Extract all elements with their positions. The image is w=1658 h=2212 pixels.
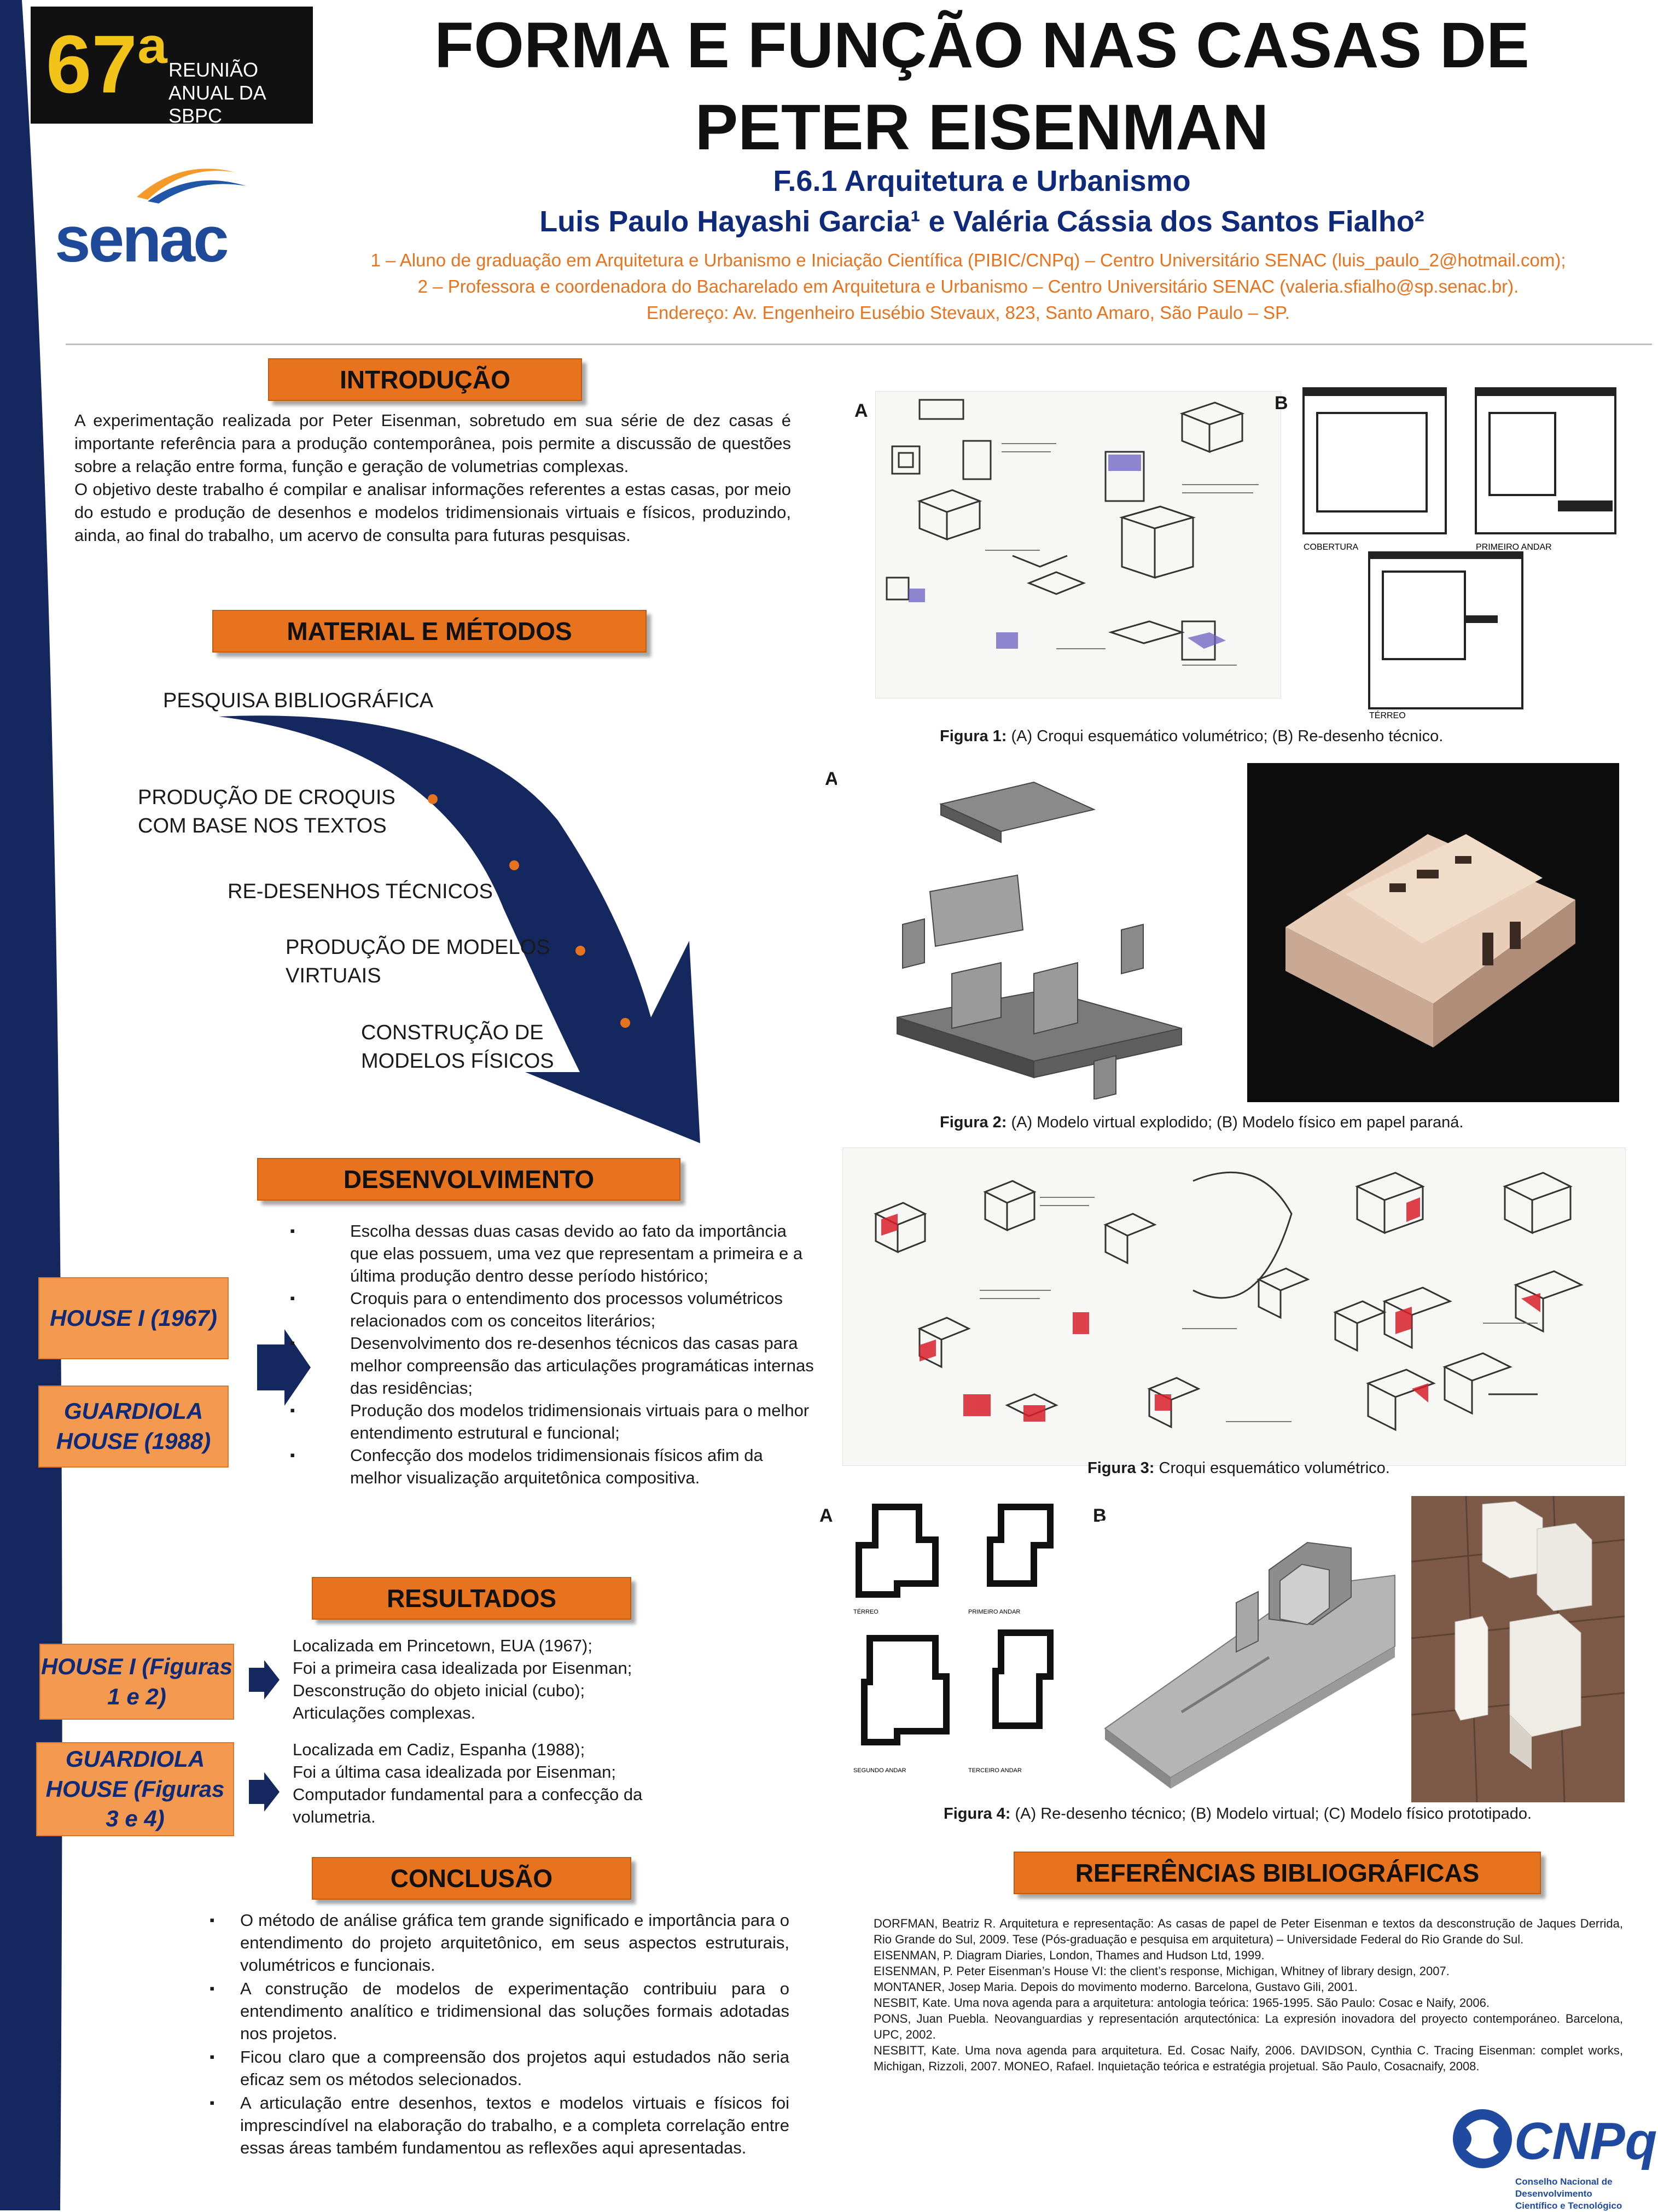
conclusion-list: O método de análise gráfica tem grande s… [210, 1909, 789, 2160]
list-item: A articulação entre desenhos, textos e m… [210, 2092, 789, 2159]
virtual-model-drawing [1104, 1541, 1395, 1789]
results-guardiola: Localizada em Cadiz, Espanha (1988); Foi… [293, 1740, 643, 1826]
left-decorative-band [0, 0, 62, 2210]
fig4-physical-model-photo [1411, 1495, 1625, 1803]
cnpq-wordmark: CNPq [1514, 2112, 1657, 2170]
method-step-2: PRODUÇÃO DE CROQUIS COM BASE NOS TEXTOS [138, 786, 395, 837]
header-divider [66, 344, 1652, 345]
senac-wordmark: senac [55, 203, 229, 276]
affiliations: 1 – Aluno de graduação em Arquitetura e … [370, 250, 1566, 323]
guardiola-house-box: GUARDIOLA HOUSE (1988) [38, 1386, 229, 1468]
method-step-3: RE-DESENHOS TÉCNICOS [228, 880, 493, 903]
figure2-caption: Figura 2: (A) Modelo virtual explodido; … [940, 1114, 1464, 1131]
fig3-sketch-image [842, 1148, 1626, 1466]
reference-item: NESBITT, Kate. Uma nova agenda para arqu… [874, 2044, 1623, 2073]
method-step-5: CONSTRUÇÃO DE MODELOS FÍSICOS [361, 1021, 554, 1073]
fig2-physical-model-photo [1247, 763, 1619, 1102]
references-list: DORFMAN, Beatriz R. Arquitetura e repres… [874, 1916, 1623, 2074]
list-item: Croquis para o entendimento dos processo… [290, 1287, 815, 1332]
badge-number: 67ª [46, 18, 168, 110]
fig4-guardiola-plans: TÉRREO PRIMEIRO ANDAR SEGUNDO ANDAR TERC… [837, 1496, 1072, 1786]
senac-logo: senac [55, 148, 263, 276]
fig1-technical-plans: COBERTURA PRIMEIRO ANDAR TÉRREO [1301, 386, 1618, 722]
figure1-caption: Figura 1: (A) Croqui esquemático volumét… [940, 727, 1444, 745]
plan-label: PRIMEIRO ANDAR [1476, 543, 1552, 552]
method-step-1: PESQUISA BIBLIOGRÁFICA [163, 689, 434, 712]
results-heading: RESULTADOS [312, 1577, 631, 1620]
results-house-i: Localizada em Princetown, EUA (1967); Fo… [293, 1636, 632, 1722]
reference-item: PONS, Juan Puebla. Neovanguardias y repr… [874, 2012, 1623, 2041]
list-item: O método de análise gráfica tem grande s… [210, 1909, 789, 1976]
fig1-letter-a: A [854, 400, 868, 421]
fig2-letter-a: A [825, 769, 839, 789]
fig4-letter-a: A [819, 1505, 833, 1526]
references-heading: REFERÊNCIAS BIBLIOGRÁFICAS [1014, 1852, 1541, 1894]
arrow-right-icon [249, 1660, 280, 1699]
intro-text: A experimentação realizada por Peter Eis… [74, 411, 791, 545]
plan-label: PRIMEIRO ANDAR [968, 1609, 1020, 1615]
badge-text: REUNIÃO ANUAL DA SBPC [168, 59, 265, 127]
guardiola-results-box: GUARDIOLA HOUSE (Figuras 3 e 4) [36, 1742, 234, 1836]
methods-flow-arrow [219, 715, 700, 1143]
exploded-model-drawing [897, 781, 1182, 1101]
list-item: Escolha dessas duas casas devido ao fato… [290, 1220, 815, 1287]
method-step-4: PRODUÇÃO DE MODELOS VIRTUAIS [286, 936, 550, 987]
reference-item: NESBIT, Kate. Uma nova agenda para a arq… [874, 1996, 1490, 2010]
figure3-caption: Figura 3: Croqui esquemático volumétrico… [1087, 1459, 1390, 1477]
reference-item: DORFMAN, Beatriz R. Arquitetura e repres… [874, 1917, 1623, 1946]
fig4-virtual-model [1099, 1521, 1406, 1794]
authors: Luis Paulo Hayashi Garcia¹ e Valéria Cás… [539, 205, 1424, 238]
plan-label: TÉRREO [853, 1608, 879, 1615]
plan-label: SEGUNDO ANDAR [853, 1767, 906, 1774]
cnpq-globe-icon [1453, 2109, 1512, 2168]
flow-dot [509, 860, 519, 870]
house-i-results-box: HOUSE I (Figuras 1 e 2) [39, 1644, 234, 1720]
plan-label: TERCEIRO ANDAR [968, 1767, 1022, 1774]
cnpq-subtitle: Conselho Nacional de Desenvolvimento Cie… [1515, 2176, 1622, 2211]
flow-dot [620, 1018, 630, 1028]
floor-plan-drawing: TÉRREO PRIMEIRO ANDAR SEGUNDO ANDAR TERC… [853, 1504, 1054, 1774]
house-i-box: HOUSE I (1967) [38, 1277, 229, 1359]
fig2-exploded-model [837, 766, 1220, 1101]
sketch-drawing [874, 1171, 1584, 1431]
methods-heading: MATERIAL E MÉTODOS [212, 610, 647, 653]
physical-model-drawing [1411, 1495, 1625, 1803]
plan-label: COBERTURA [1304, 543, 1358, 552]
floor-plan-drawing: COBERTURA PRIMEIRO ANDAR TÉRREO [1302, 387, 1616, 720]
conclusion-heading: CONCLUSÃO [312, 1857, 631, 1900]
reference-item: EISENMAN, P. Peter Eisenman’s House VI: … [874, 1964, 1450, 1978]
list-item: A construção de modelos de experimentaçã… [210, 1977, 789, 2045]
list-item: Ficou claro que a compreensão dos projet… [210, 2046, 789, 2091]
sketch-drawing [886, 399, 1259, 666]
poster-title: FORMA E FUNÇÃO NAS CASAS DE PETER EISENM… [434, 9, 1529, 164]
sbpc-badge: 67ª REUNIÃO ANUAL DA SBPC [31, 7, 313, 127]
development-list: Escolha dessas duas casas devido ao fato… [290, 1220, 815, 1489]
flow-dot [428, 794, 438, 804]
arrow-right-icon [249, 1772, 280, 1812]
figure4-caption: Figura 4: (A) Re-desenho técnico; (B) Mo… [944, 1805, 1532, 1823]
list-item: Confecção dos modelos tridimensionais fí… [290, 1444, 815, 1489]
reference-item: MONTANER, Josep Maria. Depois do movimen… [874, 1980, 1358, 1994]
fig1-sketch-image [875, 391, 1281, 698]
plan-label: TÉRREO [1369, 710, 1406, 720]
intro-heading: INTRODUÇÃO [268, 358, 582, 401]
reference-item: EISENMAN, P. Diagram Diaries, London, Th… [874, 1948, 1265, 1962]
fig1-letter-b: B [1275, 393, 1288, 414]
development-heading: DESENVOLVIMENTO [257, 1158, 680, 1201]
senac-swoosh-icon [137, 168, 246, 203]
flow-dot [575, 946, 585, 956]
physical-model-drawing [1285, 834, 1575, 1047]
cnpq-logo: CNPq Conselho Nacional de Desenvolviment… [1450, 2106, 1657, 2211]
list-item: Produção dos modelos tridimensionais vir… [290, 1399, 815, 1444]
list-item: Desenvolvimento dos re-desenhos técnicos… [290, 1332, 815, 1399]
area-subtitle: F.6.1 Arquitetura e Urbanismo [773, 165, 1191, 197]
